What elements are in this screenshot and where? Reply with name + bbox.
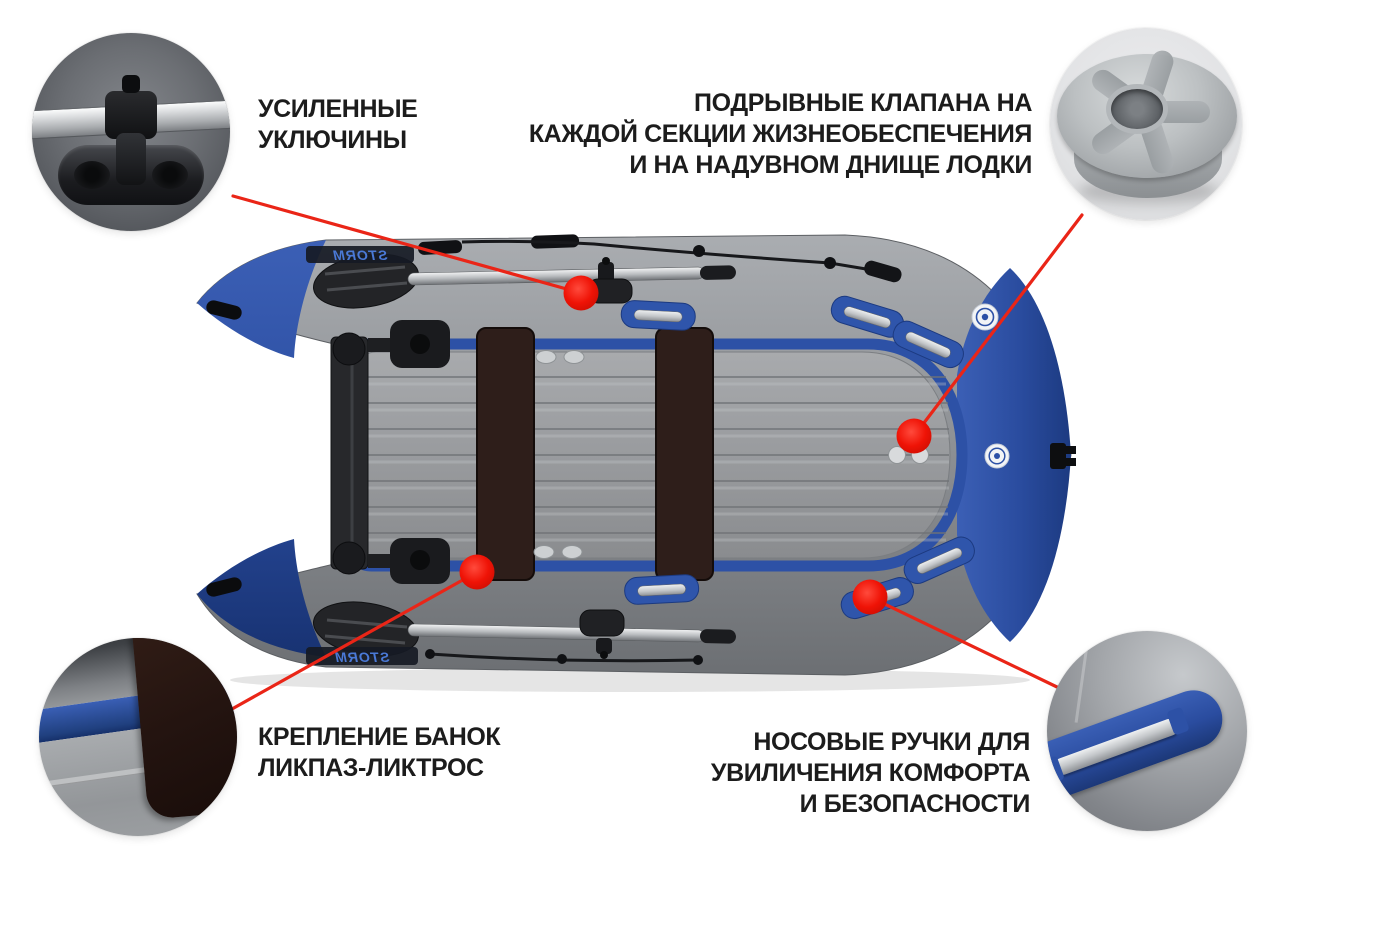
callout-lines (230, 194, 1084, 711)
callout-dot-oarlocks (563, 275, 599, 311)
brand-badge-icon (984, 443, 1010, 469)
callout-line-text: УКЛЮЧИНЫ (258, 126, 407, 154)
oarlock-socket-icon (74, 161, 110, 189)
callout-line-text: КАЖДОЙ СЕКЦИИ ЖИЗНЕОБЕСПЕЧЕНИЯ (528, 120, 1033, 148)
callout-line-text: НОСОВЫЕ РУЧКИ ДЛЯ (753, 728, 1030, 756)
bow-eye-icon (1050, 443, 1076, 469)
callout-line-text: УСИЛЕННЫЕ (258, 95, 418, 123)
callout-label-oarlocks: УСИЛЕННЫЕ УКЛЮЧИНЫ (258, 94, 418, 156)
bench-seat-1 (476, 327, 535, 581)
stern-cone-handle-icon (206, 300, 242, 320)
svg-text:STORM: STORM (332, 247, 387, 263)
liktros-photo-content (39, 638, 237, 836)
oarlock-bolt-icon (122, 75, 140, 93)
stern-cone-bottom (197, 539, 326, 657)
valve-opening-icon (1106, 84, 1168, 134)
callout-line-valves (912, 213, 1084, 438)
callout-dot-seat-mount (459, 554, 495, 590)
inset-valve-photo (1050, 28, 1242, 220)
oar-top (312, 253, 736, 309)
callout-line-text: И БЕЗОПАСНОСТИ (799, 790, 1031, 818)
callout-line-oarlocks (231, 194, 583, 295)
callout-line-text: И НА НАДУВНОМ ДНИЩЕ ЛОДКИ (629, 151, 1032, 179)
oarlock-pin-icon (116, 133, 146, 185)
callout-line-bow-handles (868, 595, 1059, 689)
callout-dots (459, 275, 932, 615)
valve-spoke-icon (1154, 101, 1210, 124)
callout-label-seat-mount: КРЕПЛЕНИЕ БАНОК ЛИКПАЗ-ЛИКТРОС (258, 722, 501, 784)
boat-logo-bottom: STORM (306, 647, 418, 665)
callout-line-text: ЛИКПАЗ-ЛИКТРОС (258, 754, 484, 782)
svg-text:STORM: STORM (334, 649, 389, 665)
bench-seats (476, 327, 714, 581)
inset-oarlock-photo (32, 33, 230, 231)
bench-seat-2 (655, 327, 714, 581)
bow-section (957, 268, 1071, 642)
callout-line-text: ПОДРЫВНЫЕ КЛАПАНА НА (694, 89, 1032, 117)
boat-logo-top: STORM (306, 246, 414, 263)
transom (330, 320, 450, 584)
callout-dot-bow-handles (852, 579, 888, 615)
inset-liktros-photo (39, 638, 237, 836)
callout-dot-valves (896, 418, 932, 454)
stern-cone-handle-icon (206, 577, 242, 597)
callout-label-bow-handles: НОСОВЫЕ РУЧКИ ДЛЯ УВИЛИЧЕНИЯ КОМФОРТА И … (711, 727, 1030, 820)
inset-handle-photo (1047, 631, 1247, 831)
brand-badge-icon (971, 303, 999, 331)
oarlock-clamp-icon (105, 91, 157, 139)
callout-line-text: УВИЛИЧЕНИЯ КОМФОРТА (710, 759, 1030, 787)
callout-line-seat-mount (230, 570, 479, 711)
callout-label-valves: ПОДРЫВНЫЕ КЛАПАНА НА КАЖДОЙ СЕКЦИИ ЖИЗНЕ… (528, 88, 1033, 181)
callout-line-text: КРЕПЛЕНИЕ БАНОК (258, 723, 501, 751)
oarlock-socket-icon (152, 161, 188, 189)
stern-cone-top (197, 240, 326, 358)
rope-handle-icon (864, 260, 902, 283)
oar-bottom (312, 601, 736, 659)
